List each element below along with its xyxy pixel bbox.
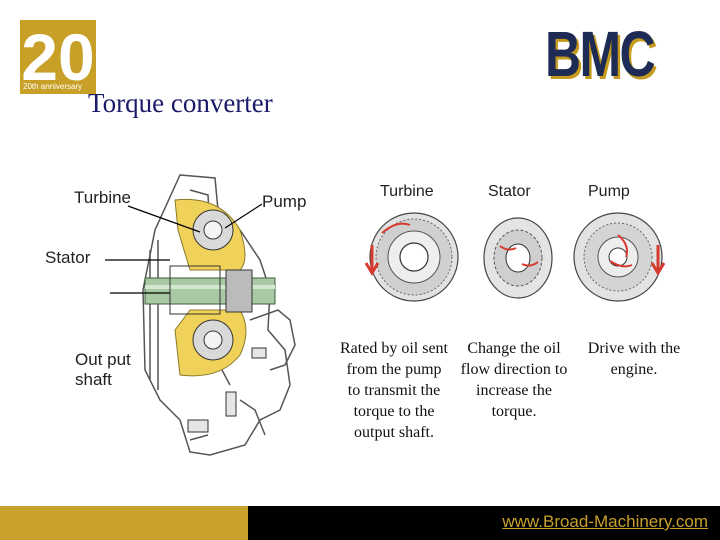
stator-description: Change the oil flow direction to increas… [460, 340, 568, 420]
pump-wheel [573, 212, 666, 302]
stator-wheel [483, 217, 553, 299]
turbine-rotation-arrow [364, 245, 380, 276]
brand-logo: BMC [545, 18, 656, 90]
component-label-pump: Pump [588, 183, 630, 200]
cutaway-label-pump: Pump [262, 192, 307, 211]
footer-black-band [248, 506, 720, 540]
cutaway-label-output-shaft: Out put shaft [75, 350, 131, 389]
pump-description: Drive with the engine. [587, 340, 681, 378]
page-title: Torque converter [88, 88, 273, 118]
turbine-description: Rated by oil sent from the pump to trans… [340, 340, 448, 441]
turbine-wheel [364, 212, 459, 302]
pump-rotation-arrow [650, 245, 666, 276]
cutaway-label-turbine: Turbine [74, 188, 132, 207]
footer-website-link[interactable]: www.Broad-Machinery.com [502, 512, 708, 531]
output-shaft [144, 277, 276, 305]
logo-tagline: 20th anniversary [20, 81, 96, 92]
stator-flow-arrows [499, 245, 539, 267]
cutaway-diagram [105, 174, 296, 456]
footer-gold-band [0, 506, 248, 540]
component-label-stator: Stator [488, 183, 531, 200]
component-label-turbine: Turbine [380, 183, 434, 200]
cutaway-label-stator: Stator [45, 248, 91, 267]
